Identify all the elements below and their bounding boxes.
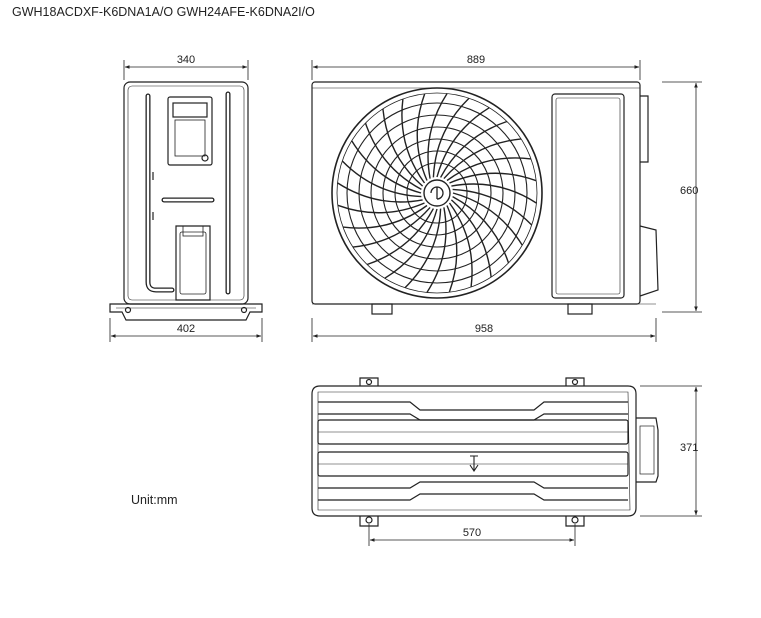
fan-spoke [452,188,533,226]
dim-front-height: 660 [680,185,698,197]
fan-spoke [450,199,492,278]
side-dimension-lines [109,60,263,342]
fan-spoke [382,108,424,187]
top-view [311,377,659,527]
dim-front-width-overall: 958 [475,323,493,335]
fan-spoke [446,157,532,182]
dim-mounting-hole-span: 570 [463,527,481,539]
fan-spoke [432,97,470,178]
dim-front-width-body: 889 [467,54,485,66]
fan-spoke [401,98,426,184]
fan-spoke [439,120,508,178]
fan-spoke [436,107,490,178]
dim-top-depth: 371 [680,442,698,454]
front-dimension-lines [311,60,702,342]
fan-spoke [448,202,473,288]
fan-spoke [351,140,422,194]
side-view [109,81,263,321]
fan-spoke [452,192,523,246]
unit-label: Unit:mm [131,493,178,507]
fan-spoke [427,93,448,179]
front-view [311,81,659,315]
fan-spoke [404,208,442,289]
top-dimension-lines [368,385,702,546]
fan-spoke [449,172,537,184]
fan-spoke [337,182,423,203]
fan-spoke [446,205,458,293]
dim-side-depth-top: 340 [177,54,195,66]
fan-spoke [443,138,522,180]
fan-spoke [426,207,447,293]
model-title: GWH18ACDXF-K6DNA1A/O GWH24AFE-K6DNA2I/O [12,5,315,19]
fan-spoke [452,195,510,264]
fan-spoke [342,204,428,229]
fan-spoke [341,160,422,198]
dim-side-depth-base: 402 [177,323,195,335]
fan-spoke [364,122,422,191]
fan-spoke [384,208,438,279]
fan-spoke [352,206,431,248]
fan-spoke [416,93,428,181]
fan-grille [331,87,543,299]
fan-spoke [366,208,435,266]
fan-spoke [337,202,425,214]
fan-spoke [451,183,537,204]
